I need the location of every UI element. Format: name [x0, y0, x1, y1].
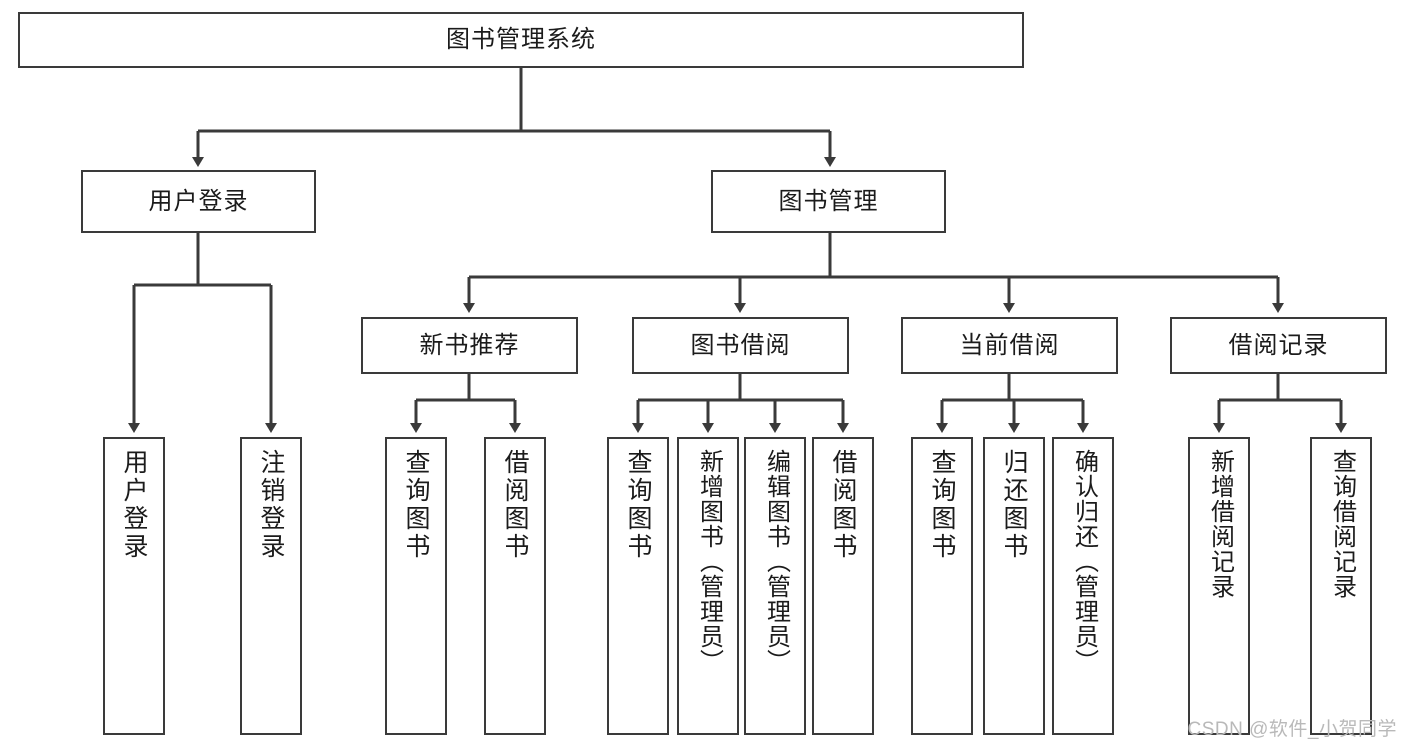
node-borrow-record[interactable]: 借阅记录 — [1170, 317, 1387, 374]
node-leaf-confirm-return[interactable]: 确认归还（管理员） — [1052, 437, 1114, 735]
node-label: 图书管理系统 — [446, 26, 596, 53]
node-leaf-query-book-3[interactable]: 查询图书 — [911, 437, 973, 735]
node-new-book-rec[interactable]: 新书推荐 — [361, 317, 578, 374]
node-leaf-query-book-1[interactable]: 查询图书 — [385, 437, 447, 735]
node-current-borrow[interactable]: 当前借阅 — [901, 317, 1118, 374]
node-leaf-logout[interactable]: 注销登录 — [240, 437, 302, 735]
node-leaf-add-record[interactable]: 新增借阅记录 — [1188, 437, 1250, 735]
node-label: 当前借阅 — [959, 331, 1060, 359]
node-label: 归还图书 — [1000, 449, 1028, 561]
node-leaf-borrow-book-1[interactable]: 借阅图书 — [484, 437, 546, 735]
node-leaf-query-book-2[interactable]: 查询图书 — [607, 437, 669, 735]
node-leaf-add-book[interactable]: 新增图书（管理员） — [677, 437, 739, 735]
node-label: 新增图书（管理员） — [695, 449, 723, 674]
watermark-text: CSDN @软件_小贺同学 — [1187, 719, 1397, 740]
node-label: 用户登录 — [148, 187, 249, 215]
node-label: 图书管理 — [778, 187, 879, 215]
node-label: 借阅图书 — [501, 449, 529, 561]
node-book-borrow[interactable]: 图书借阅 — [632, 317, 849, 374]
node-leaf-user-login[interactable]: 用户登录 — [103, 437, 165, 735]
node-label: 查询图书 — [928, 449, 956, 561]
node-leaf-edit-book[interactable]: 编辑图书（管理员） — [744, 437, 806, 735]
node-label: 图书借阅 — [690, 331, 791, 359]
node-label: 确认归还（管理员） — [1070, 449, 1098, 674]
node-book-manage[interactable]: 图书管理 — [711, 170, 946, 233]
node-leaf-query-record[interactable]: 查询借阅记录 — [1310, 437, 1372, 735]
node-label: 注销登录 — [257, 449, 285, 561]
node-user-login[interactable]: 用户登录 — [81, 170, 316, 233]
node-label: 新书推荐 — [419, 331, 520, 359]
node-label: 用户登录 — [120, 449, 148, 561]
node-label: 新增借阅记录 — [1206, 449, 1234, 599]
node-label: 借阅记录 — [1228, 331, 1329, 359]
node-label: 查询图书 — [624, 449, 652, 561]
node-leaf-borrow-book-2[interactable]: 借阅图书 — [812, 437, 874, 735]
node-leaf-return-book[interactable]: 归还图书 — [983, 437, 1045, 735]
node-label: 借阅图书 — [829, 449, 857, 561]
node-label: 查询借阅记录 — [1328, 449, 1356, 599]
node-label: 编辑图书（管理员） — [762, 449, 790, 674]
node-label: 查询图书 — [402, 449, 430, 561]
node-root-system[interactable]: 图书管理系统 — [18, 12, 1024, 68]
